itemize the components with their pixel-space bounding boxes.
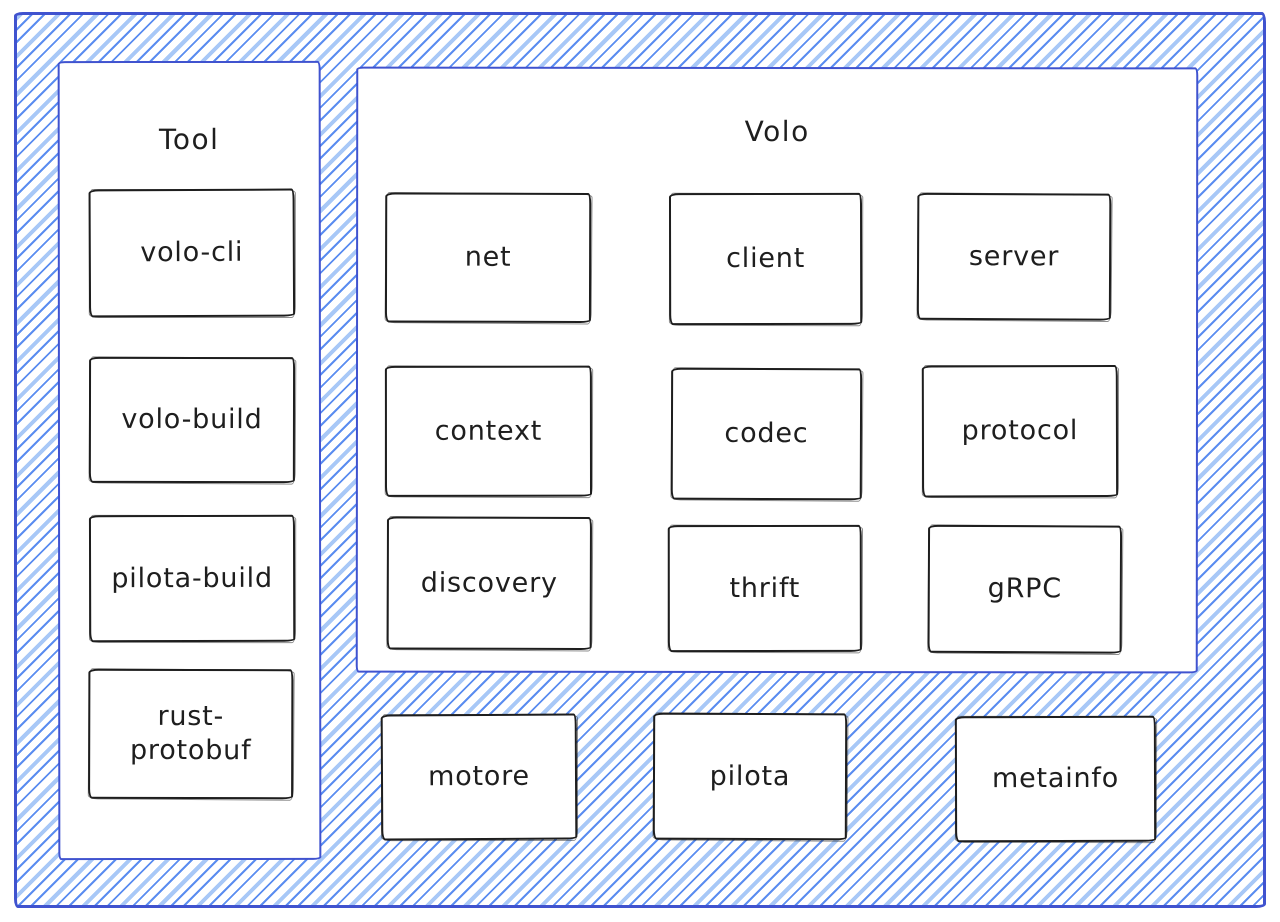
node-volo-cli: volo-cli <box>88 188 296 318</box>
tool-panel-title: Tool <box>159 122 220 157</box>
node-volo-build: volo-build <box>88 356 296 484</box>
node-label: protocol <box>961 415 1079 447</box>
node-pilota: pilota <box>652 712 848 841</box>
node-codec: codec <box>670 367 863 501</box>
node-label: volo-cli <box>140 236 244 269</box>
node-grpc: gRPC <box>927 524 1123 654</box>
node-net: net <box>384 192 592 324</box>
node-label: thrift <box>729 572 801 604</box>
node-discovery: discovery <box>386 516 592 651</box>
node-thrift: thrift <box>667 524 862 653</box>
volo-panel-title: Volo <box>744 114 810 149</box>
node-label: metainfo <box>991 762 1120 795</box>
node-label: client <box>726 243 806 275</box>
node-pilota-build: pilota-build <box>88 514 296 643</box>
node-label: motore <box>427 760 531 793</box>
node-label: rust-protobuf <box>129 701 252 767</box>
volo-panel: Volo net client server context codec pro… <box>355 66 1199 674</box>
node-protocol: protocol <box>921 364 1119 498</box>
node-label: pilota <box>709 760 791 792</box>
node-label: codec <box>724 417 809 450</box>
node-label: gRPC <box>987 573 1062 605</box>
node-label: server <box>968 240 1060 273</box>
node-label: context <box>434 415 543 447</box>
node-rust-protobuf: rust-protobuf <box>88 668 294 800</box>
node-label: net <box>464 241 512 273</box>
outer-hatched-frame: Tool volo-cli volo-build pilota-build ru… <box>14 12 1266 908</box>
node-metainfo: metainfo <box>954 715 1157 843</box>
node-motore: motore <box>380 713 578 841</box>
node-context: context <box>384 365 593 497</box>
node-client: client <box>668 192 863 326</box>
node-label: volo-build <box>121 403 263 436</box>
node-label: discovery <box>420 567 558 599</box>
node-label: pilota-build <box>111 562 273 594</box>
node-server: server <box>916 192 1112 321</box>
tool-panel: Tool volo-cli volo-build pilota-build ru… <box>57 60 322 861</box>
